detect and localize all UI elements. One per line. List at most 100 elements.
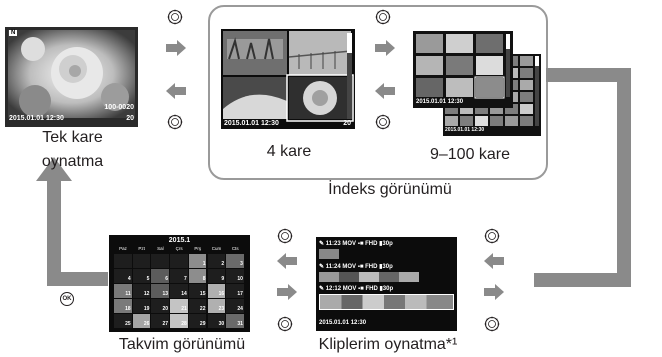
calendar-day-number: 26 bbox=[143, 321, 150, 327]
calendar-day-cell[interactable]: 5 bbox=[132, 269, 151, 283]
calendar-day-number: 28 bbox=[181, 321, 187, 327]
calendar-day-number: 4 bbox=[127, 276, 131, 282]
multi-datetime: 2015.01.01 12:30 bbox=[416, 99, 464, 105]
calendar-day-cell[interactable] bbox=[151, 254, 170, 268]
calendar-weekday: Pzt bbox=[138, 246, 145, 251]
calendar-day-cell[interactable] bbox=[114, 254, 132, 268]
left-connector-line bbox=[47, 181, 108, 286]
dial-icon bbox=[483, 315, 501, 333]
single-n-badge: N bbox=[9, 30, 18, 36]
calendar-day-number: 27 bbox=[162, 321, 169, 327]
calendar-day-cell[interactable]: 21 bbox=[170, 299, 188, 313]
four-frame-grid bbox=[223, 31, 354, 122]
four-frame-screen: 2015.01.01 12:30 20 bbox=[221, 29, 355, 129]
calendar-day-cell[interactable]: 27 bbox=[151, 314, 170, 328]
right-arrow-icon bbox=[484, 284, 504, 300]
calendar-day-cell[interactable]: 11 bbox=[114, 284, 132, 298]
calendar-day-number: 23 bbox=[218, 306, 225, 312]
calendar-day-cell[interactable]: 17 bbox=[226, 284, 244, 298]
calendar-day-cell[interactable]: 25 bbox=[114, 314, 132, 328]
calendar-day-number: 11 bbox=[125, 291, 131, 297]
calendar-weekday: Çrs bbox=[175, 246, 183, 251]
calendar-day-cell[interactable] bbox=[170, 254, 188, 268]
right-connector-arrow bbox=[534, 68, 631, 287]
calendar-day-number: 17 bbox=[237, 291, 243, 297]
calendar-day-number: 29 bbox=[199, 321, 206, 327]
calendar-weekday: Sal bbox=[157, 246, 164, 251]
calendar-day-cell[interactable]: 7 bbox=[170, 269, 188, 283]
calendar-day-number: 6 bbox=[165, 276, 169, 282]
calendar-day-number: 5 bbox=[146, 276, 150, 282]
clip-row-1-thumbs bbox=[319, 249, 339, 259]
clip-row-2-thumbs bbox=[319, 272, 419, 282]
calendar-day-number: 2 bbox=[221, 261, 225, 267]
calendar-title: 2015.1 bbox=[168, 237, 191, 244]
calendar-day-cell[interactable]: 9 bbox=[207, 269, 226, 283]
clips-screen: ✎ 11:23 MOV ▪■ FHD ▮30p ✎ 11:24 MOV ▪■ F… bbox=[316, 237, 457, 331]
clip-row-3-thumbs bbox=[319, 294, 454, 310]
calendar-weekday: Cts bbox=[231, 246, 239, 251]
multi-frame-screen-front: 2015.01.01 12:30 bbox=[413, 31, 513, 108]
multi-frame-label: 9–100 kare bbox=[429, 146, 511, 163]
single-frame-label: Tek kare oynatma bbox=[41, 129, 104, 170]
calendar-day-cell[interactable]: 15 bbox=[188, 284, 207, 298]
calendar-day-cell[interactable]: 13 bbox=[151, 284, 170, 298]
calendar-day-cell[interactable]: 1 bbox=[188, 254, 207, 268]
calendar-day-number: 13 bbox=[162, 291, 169, 297]
calendar-day-cell[interactable]: 18 bbox=[114, 299, 132, 313]
left-arrow-icon bbox=[166, 83, 186, 99]
calendar-day-number: 14 bbox=[181, 291, 187, 297]
clip-row-1: ✎ 11:23 MOV ▪■ FHD ▮30p bbox=[319, 241, 393, 247]
dial-icon bbox=[374, 113, 392, 131]
calendar-day-cell[interactable]: 19 bbox=[132, 299, 151, 313]
calendar-day-number: 1 bbox=[202, 261, 206, 267]
calendar-day-cell[interactable]: 3 bbox=[226, 254, 244, 268]
clip-edit-icon: ✎ bbox=[319, 241, 326, 247]
calendar-day-number: 7 bbox=[184, 276, 187, 282]
calendar-day-number: 9 bbox=[221, 276, 225, 282]
calendar-day-number: 10 bbox=[237, 276, 243, 282]
calendar-day-cell[interactable]: 22 bbox=[188, 299, 207, 313]
calendar-day-number: 18 bbox=[125, 306, 131, 312]
calendar-label: Takvim görünümü bbox=[118, 336, 246, 353]
calendar-day-cell[interactable]: 4 bbox=[114, 269, 132, 283]
calendar-day-cell[interactable] bbox=[132, 254, 151, 268]
calendar-day-number: 24 bbox=[237, 306, 243, 312]
calendar-day-cell[interactable]: 23 bbox=[207, 299, 226, 313]
calendar-day-cell[interactable]: 16 bbox=[207, 284, 226, 298]
calendar-day-cell[interactable]: 29 bbox=[188, 314, 207, 328]
calendar-day-number: 16 bbox=[218, 291, 225, 297]
calendar-day-cell[interactable]: 8 bbox=[188, 269, 207, 283]
dial-icon bbox=[374, 8, 392, 26]
calendar-day-cell[interactable]: 2 bbox=[207, 254, 226, 268]
calendar-day-cell[interactable]: 6 bbox=[151, 269, 170, 283]
right-arrow-icon bbox=[277, 284, 297, 300]
right-arrow-icon bbox=[166, 40, 186, 56]
calendar-day-cell[interactable]: 24 bbox=[226, 299, 244, 313]
calendar-day-cell[interactable]: 20 bbox=[151, 299, 170, 313]
clips-datetime: 2015.01.01 12:30 bbox=[319, 320, 367, 326]
calendar-day-number: 19 bbox=[143, 306, 150, 312]
calendar-day-cell[interactable]: 31 bbox=[226, 314, 244, 328]
clip-row-3: ✎ 12:12 MOV ▪■ FHD ▮30p bbox=[319, 286, 394, 292]
clip-edit-icon: ✎ bbox=[319, 286, 326, 292]
calendar-day-cell[interactable]: 14 bbox=[170, 284, 188, 298]
flower-photo bbox=[5, 27, 138, 127]
calendar-day-number: 12 bbox=[143, 291, 150, 297]
calendar-day-cell[interactable]: 12 bbox=[132, 284, 151, 298]
multi-frame-grid-front bbox=[416, 34, 510, 99]
calendar-day-cell[interactable]: 30 bbox=[207, 314, 226, 328]
calendar-day-cell[interactable]: 26 bbox=[132, 314, 151, 328]
calendar-day-number: 31 bbox=[237, 321, 243, 327]
dial-icon bbox=[276, 227, 294, 245]
single-frame-number: 20 bbox=[126, 115, 134, 122]
calendar-day-cell[interactable]: 10 bbox=[226, 269, 244, 283]
calendar-day-cell[interactable]: 28 bbox=[170, 314, 188, 328]
calendar-day-number: 8 bbox=[202, 276, 206, 282]
calendar-weekday: Paz bbox=[119, 246, 127, 251]
